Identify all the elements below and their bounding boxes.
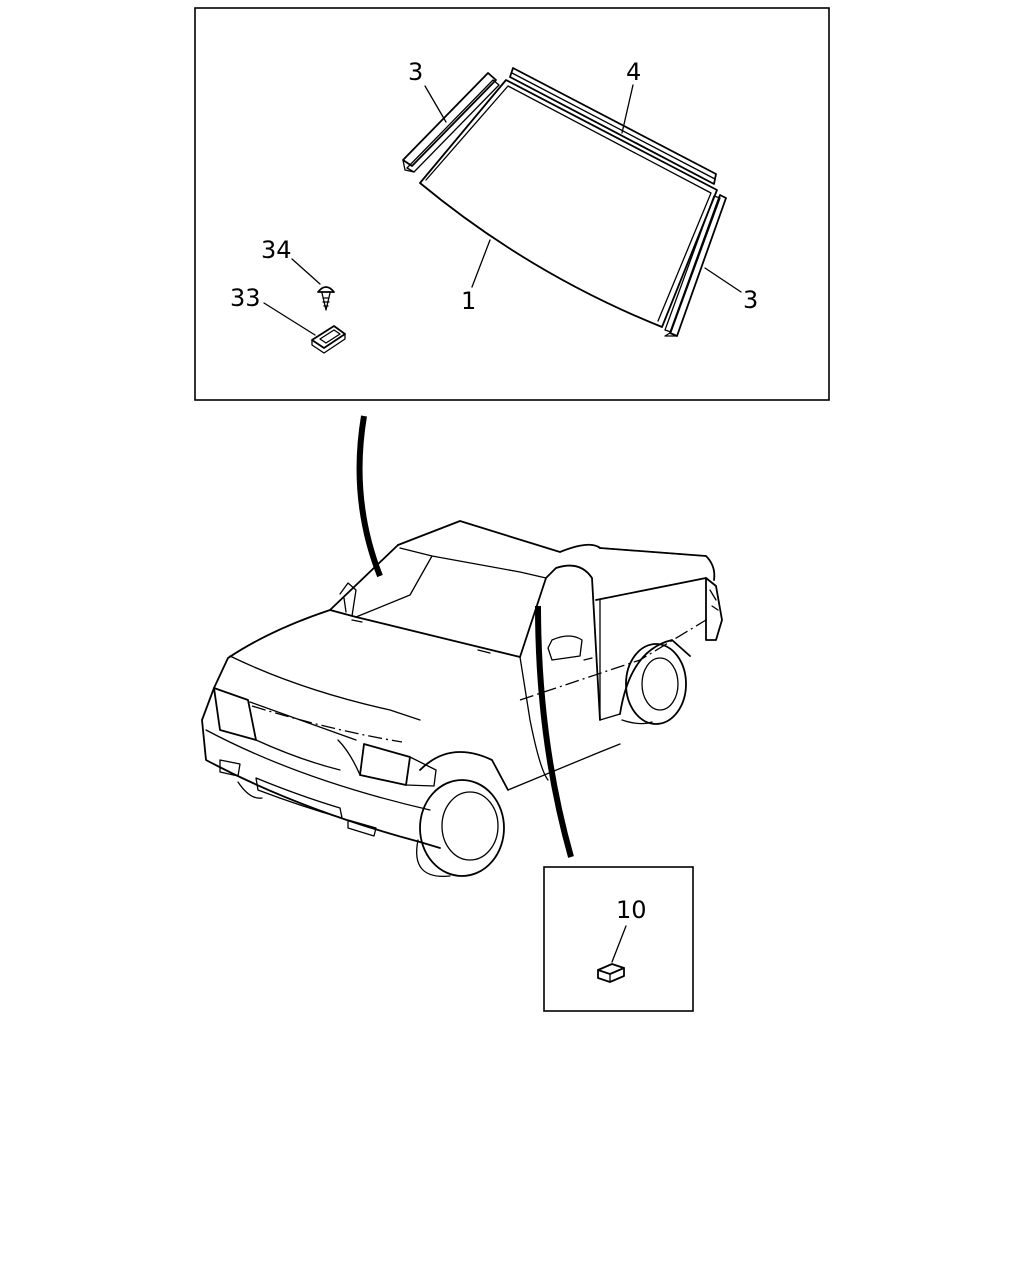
detail-frame-top bbox=[194, 7, 830, 401]
upper-molding bbox=[509, 67, 717, 185]
leader-line-3-left bbox=[424, 85, 447, 123]
clip-nut-icon bbox=[311, 325, 346, 354]
leader-line-34 bbox=[291, 258, 321, 285]
leader-line-1 bbox=[471, 239, 491, 288]
callout-glass: 1 bbox=[461, 287, 476, 315]
detail-frame-bottom bbox=[543, 866, 694, 1012]
left-side-molding bbox=[402, 72, 500, 173]
callout-molding-right: 3 bbox=[743, 286, 758, 314]
callout-clip: 33 bbox=[230, 284, 261, 312]
screw-icon bbox=[317, 286, 335, 311]
callout-screw: 34 bbox=[261, 236, 292, 264]
spacer-block-icon bbox=[597, 963, 625, 983]
leader-line-3-right bbox=[704, 267, 742, 293]
pickup-truck-illustration bbox=[201, 520, 723, 877]
callout-spacer: 10 bbox=[616, 896, 647, 924]
callout-molding-left: 3 bbox=[408, 58, 423, 86]
leader-line-33 bbox=[263, 302, 316, 336]
connector-line-bottom bbox=[535, 605, 574, 858]
connector-line-top bbox=[356, 415, 383, 578]
leader-line-10 bbox=[611, 925, 627, 963]
windshield-detail-panel: 3 4 3 1 34 33 bbox=[194, 7, 830, 401]
windshield-glass bbox=[419, 79, 718, 328]
spacer-detail-panel: 10 bbox=[543, 866, 694, 1012]
right-side-molding bbox=[664, 194, 727, 337]
callout-molding-upper: 4 bbox=[626, 58, 641, 86]
leader-line-4 bbox=[621, 84, 634, 134]
